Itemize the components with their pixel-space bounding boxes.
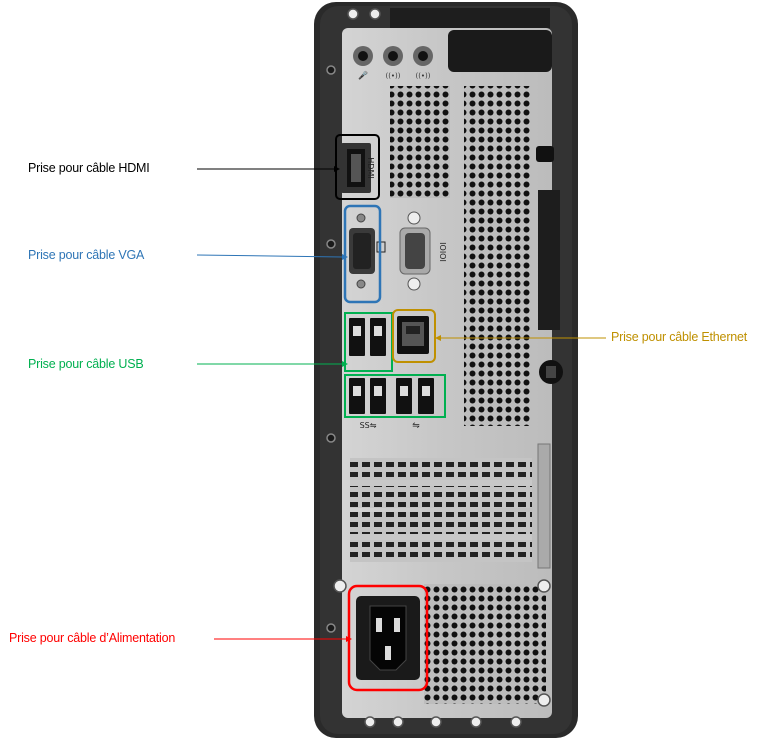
power-inlet: [356, 596, 420, 680]
svg-text:🎤: 🎤: [358, 70, 368, 80]
top-block: [448, 30, 552, 72]
label-hdmi: Prise pour câble HDMI: [28, 161, 150, 175]
ethernet-highlight: [392, 309, 436, 363]
upper-vent-right: [464, 86, 530, 426]
frame-screws: [326, 65, 336, 633]
upper-vent-left: [390, 86, 450, 198]
svg-text:⇋: ⇋: [412, 421, 420, 431]
leader-lines: [196, 166, 606, 642]
label-power: Prise pour câble d’Alimentation: [9, 631, 176, 645]
svg-text:((•)): ((•)): [385, 72, 400, 80]
serial-port: IOIOI: [399, 211, 447, 291]
svg-text:HDMI: HDMI: [366, 157, 375, 178]
svg-text:SS⇋: SS⇋: [360, 421, 377, 430]
svg-text:((•)): ((•)): [415, 72, 430, 80]
usb-bottom-row: SS⇋ ⇋: [349, 378, 434, 431]
label-vga: Prise pour câble VGA: [28, 248, 145, 262]
usb-top-pair: [349, 318, 386, 356]
label-usb: Prise pour câble USB: [28, 357, 144, 371]
usb-bottom-highlight: [344, 374, 446, 418]
psu-vent: [424, 584, 546, 704]
vga-port: [349, 213, 386, 289]
vga-highlight: [343, 204, 382, 304]
svg-text:IOIOI: IOIOI: [438, 242, 447, 262]
hdmi-port: HDMI: [341, 143, 375, 193]
label-ethernet: Prise pour câble Ethernet: [611, 330, 748, 344]
ethernet-jack: [397, 316, 429, 354]
audio-jacks: 🎤 ((•)) ((•)): [353, 46, 433, 80]
